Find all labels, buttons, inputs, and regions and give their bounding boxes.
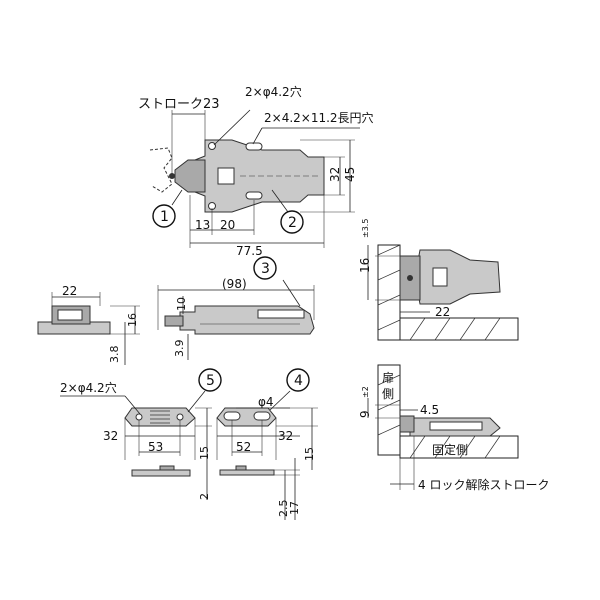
callout-3: 3 [261, 261, 270, 277]
dim-98: (98) [222, 277, 247, 291]
dim-10: 10 [175, 297, 188, 311]
bottom-parts-view: 2×φ4.2穴 5 32 53 15 2 φ4 4 32 [60, 368, 318, 520]
dim-32-left: 32 [103, 429, 118, 443]
release-label: 4 ロック解除ストローク [418, 477, 549, 492]
install-dim-16: 16 [358, 258, 372, 273]
install-dim-22: 22 [435, 305, 450, 319]
install-view-2: 9 ±2 4.5 扉 側 固定側 4 ロック解除ストローク [358, 364, 549, 492]
callout-4: 4 [294, 373, 303, 389]
callout-5: 5 [206, 373, 215, 389]
dim-53: 53 [148, 440, 163, 454]
stroke-label: ストローク23 [138, 97, 220, 112]
callout-5-circle [198, 368, 222, 392]
install-tol-9: ±2 [361, 386, 370, 398]
callout-1: 1 [160, 209, 169, 225]
fixed-label: 固定側 [432, 442, 468, 457]
callout-2-circle [280, 210, 304, 234]
door-label-2: 側 [382, 387, 394, 401]
bottom-hole-label: 2×φ4.2穴 [60, 380, 117, 395]
callout-1-circle [152, 204, 176, 228]
side-dim-22: 22 [62, 284, 77, 298]
dim-20: 20 [220, 218, 235, 232]
side-dim-3-8: 3.8 [108, 346, 121, 364]
hole-label: 2×φ4.2穴 [245, 84, 302, 99]
dim-45: 45 [343, 167, 357, 182]
dim-2-5: 2.5 [277, 500, 290, 518]
install-dim-9: 9 [358, 410, 372, 418]
dim-15-left: 15 [198, 446, 211, 460]
door-label-1: 扉 [382, 371, 394, 385]
phi4-label: φ4 [258, 395, 274, 409]
striker-side-view: 22 16 3.8 [37, 284, 140, 365]
dim-15-right: 15 [303, 447, 316, 461]
side-dim-16: 16 [126, 313, 139, 327]
dim-13: 13 [195, 218, 210, 232]
dim-77-5: 77.5 [236, 244, 263, 258]
dim-52: 52 [236, 440, 251, 454]
install-tol-16: ±3.5 [361, 219, 370, 238]
dim-32-right: 32 [278, 429, 293, 443]
install-view-1: 16 ±3.5 22 [358, 219, 519, 341]
callout-3-circle [253, 256, 277, 280]
dim-32: 32 [328, 167, 342, 182]
latch-side-view: (98) 10 3.9 3 [157, 256, 315, 360]
main-latch-view: ストローク23 2×φ4.2穴 2×4.2×11.2長円穴 13 20 77.5… [138, 84, 374, 258]
dim-17: 17 [288, 501, 301, 515]
slot-label: 2×4.2×11.2長円穴 [264, 110, 374, 125]
callout-4-circle [286, 368, 310, 392]
install-dim-4-5: 4.5 [420, 403, 439, 417]
dim-3-9: 3.9 [173, 340, 186, 358]
dim-2: 2 [198, 493, 211, 500]
callout-2: 2 [288, 215, 297, 231]
